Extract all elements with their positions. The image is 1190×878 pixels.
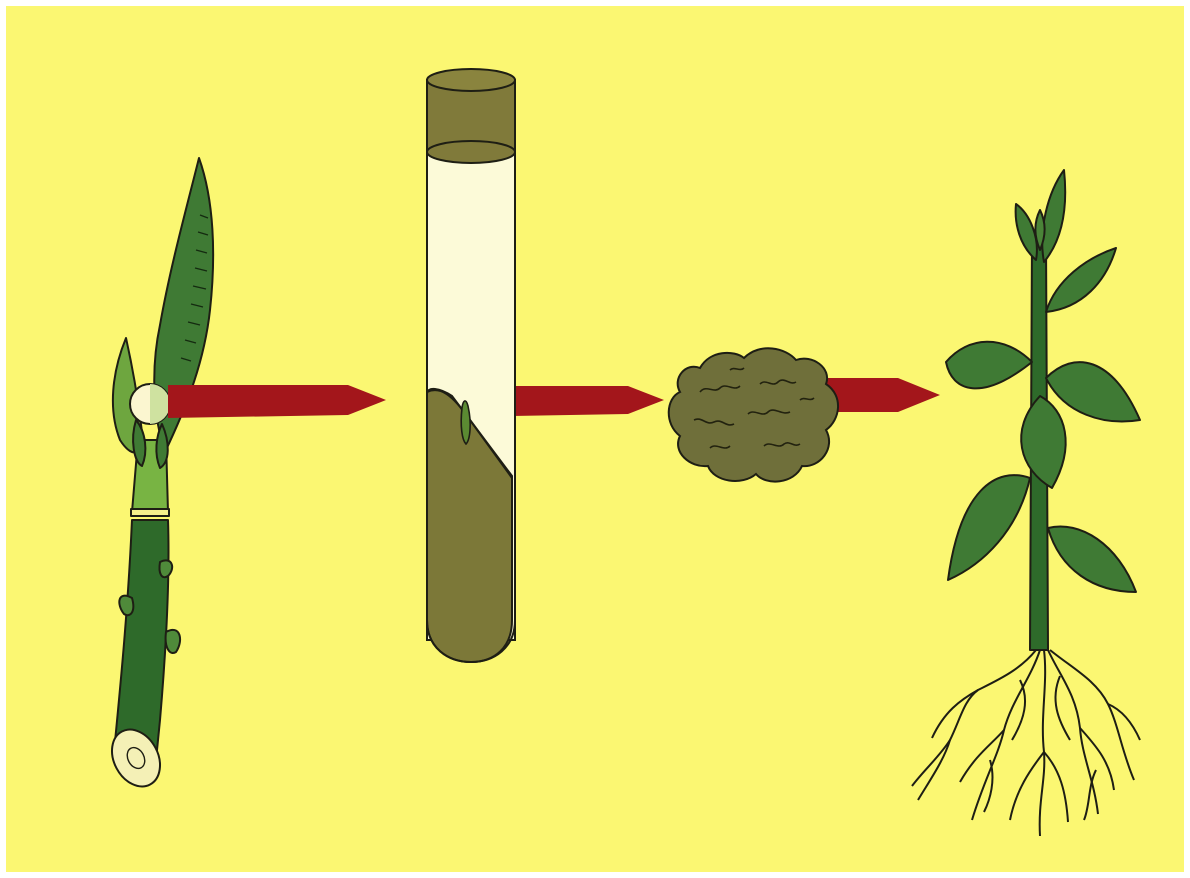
callus-body (669, 348, 838, 481)
test-tube-explant-icon (427, 69, 515, 662)
background-panel (6, 6, 1184, 872)
tube-cap-top (427, 69, 515, 91)
explant-in-tube (461, 401, 470, 444)
node-band (131, 509, 169, 516)
apex-leaf-center (1036, 210, 1045, 250)
axillary-bud-3 (159, 560, 172, 577)
callus-mass-icon (669, 348, 838, 481)
tube-cap-bottom (427, 141, 515, 163)
axillary-bud-2 (166, 630, 180, 653)
